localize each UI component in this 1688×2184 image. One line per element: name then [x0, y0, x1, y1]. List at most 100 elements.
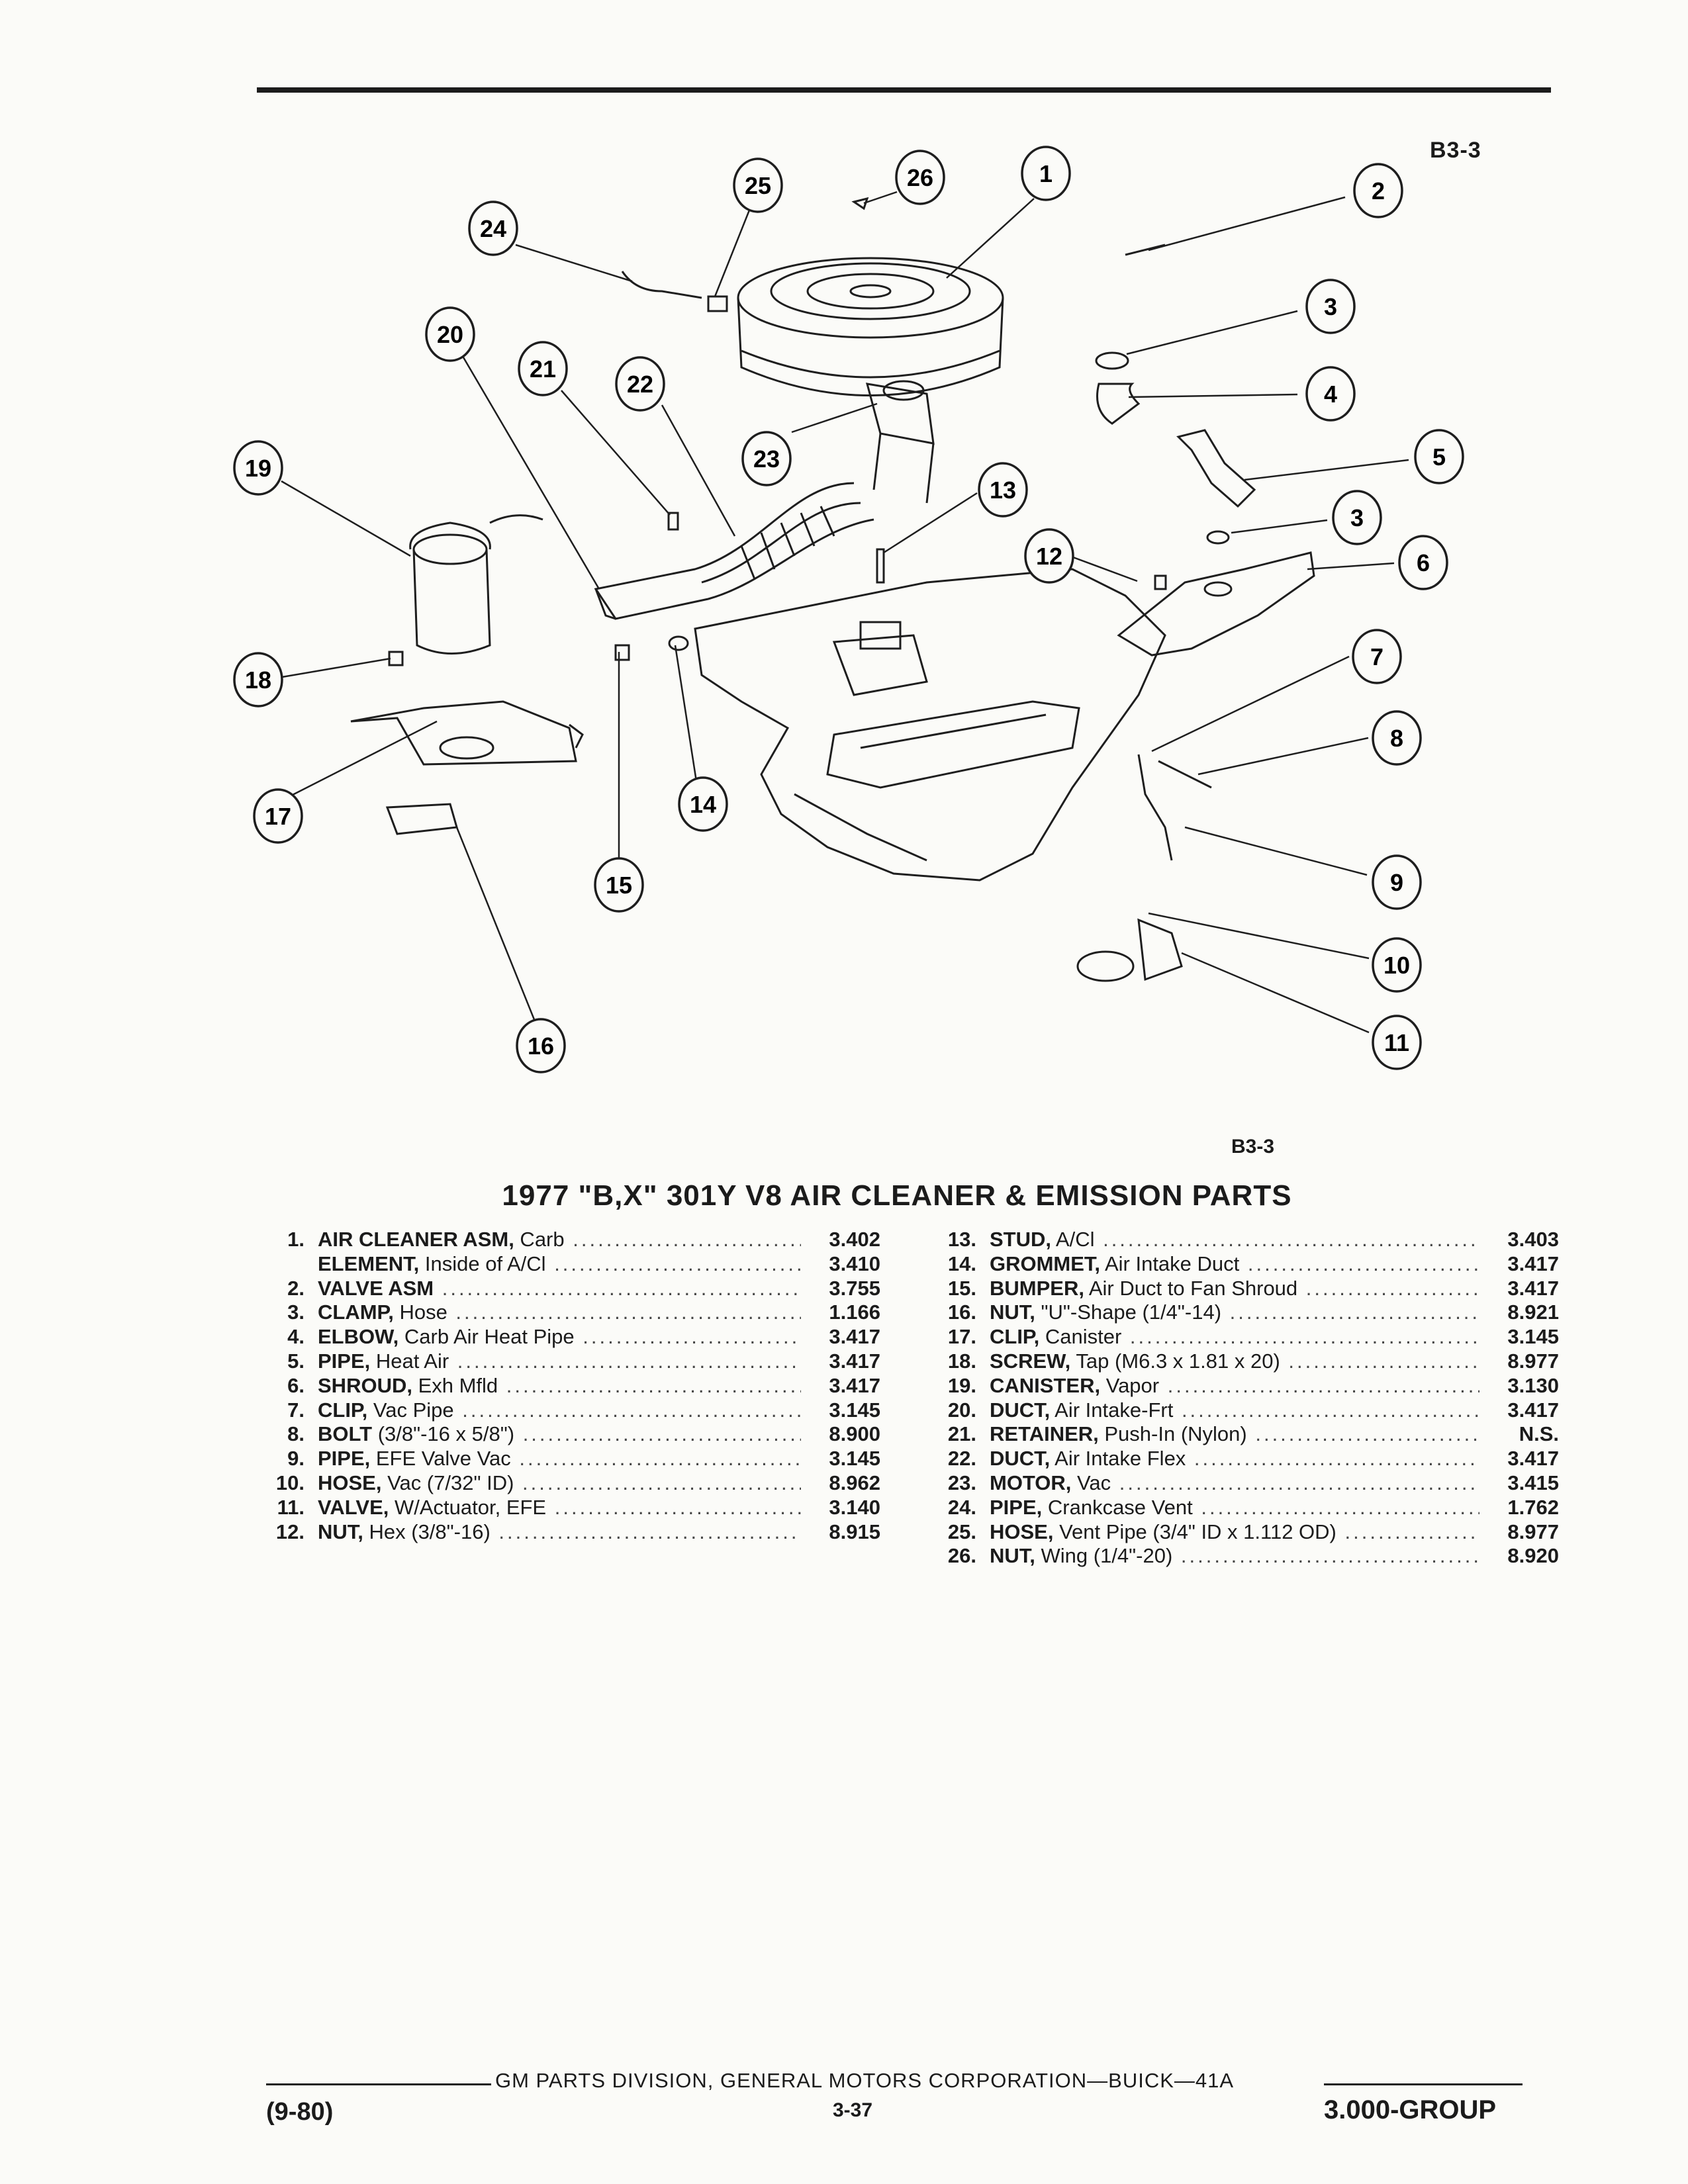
part-number: 23. [947, 1471, 976, 1494]
part-name: SHROUD, [318, 1373, 412, 1397]
part-name: SCREW, [990, 1349, 1071, 1373]
part-name: PIPE, [318, 1349, 371, 1373]
callout-22: 22 [615, 356, 665, 412]
group-number: 8.915 [829, 1520, 880, 1543]
part-row: 15.BUMPER, Air Duct to Fan Shroud ......… [923, 1277, 1559, 1301]
part-number: 16. [947, 1300, 976, 1324]
part-detail: Air Intake Flex [1050, 1447, 1186, 1471]
part-row: 13.STUD, A/Cl ..........................… [923, 1228, 1559, 1252]
group-number: 8.962 [829, 1471, 880, 1494]
part-number: 21. [947, 1422, 976, 1446]
part-row: 8.BOLT (3/8"-16 x 5/8") ................… [252, 1422, 880, 1447]
part-detail: Inside of A/Cl [419, 1251, 546, 1275]
callout-16: 16 [516, 1018, 566, 1073]
callout-6: 6 [1398, 535, 1448, 590]
part-number: 3. [287, 1300, 305, 1324]
part-detail: W/Actuator, EFE [389, 1495, 547, 1519]
engine-drawing [694, 568, 1166, 882]
part-row: 23.MOTOR, Vac ..........................… [923, 1471, 1559, 1496]
part-detail: Hex (3/8"-16) [363, 1520, 491, 1543]
part-description: STUD, A/Cl .............................… [990, 1228, 1479, 1252]
leader-dots: ........................................… [554, 1251, 801, 1275]
group-number: 3.417 [1507, 1447, 1559, 1471]
part-row: 9.PIPE, EFE Valve Vac ..................… [252, 1447, 880, 1471]
part-number: 7. [287, 1398, 305, 1422]
group-number: 3.145 [829, 1398, 880, 1422]
group-number: 1.166 [829, 1300, 880, 1324]
svg-text:13: 13 [990, 477, 1016, 504]
callout-12: 12 [1024, 528, 1074, 584]
part-row: 24.PIPE, Crankcase Vent ................… [923, 1496, 1559, 1520]
part-detail: A/Cl [1051, 1228, 1095, 1251]
part-name: VALVE, [318, 1495, 389, 1519]
snorkel-drawing [865, 380, 935, 504]
svg-text:1: 1 [1039, 160, 1053, 187]
svg-text:19: 19 [245, 455, 271, 482]
exploded-parts-diagram: 1 2 3 4 5 3 6 7 8 9 10 11 12 13 14 15 16… [233, 146, 1464, 1073]
air-cleaner-drawing [737, 257, 1004, 396]
part-detail: EFE Valve Vac [370, 1447, 511, 1471]
group-number: 3.417 [1507, 1251, 1559, 1275]
part-name: CLAMP, [318, 1300, 394, 1324]
callout-19: 19 [233, 440, 283, 496]
group-number: 3.417 [829, 1373, 880, 1397]
part-detail: Vapor [1100, 1373, 1160, 1397]
part-row: 4.ELBOW, Carb Air Heat Pipe ............… [252, 1325, 880, 1349]
callout-3a: 3 [1305, 279, 1356, 334]
part-number: 8. [287, 1422, 305, 1446]
part-row: 3.CLAMP, Hose ..........................… [252, 1300, 880, 1325]
group-number: 3.145 [829, 1447, 880, 1471]
leader-dots: ........................................… [519, 1447, 801, 1471]
callout-3b: 3 [1332, 490, 1382, 545]
svg-text:20: 20 [437, 321, 463, 348]
part-row: 19.CANISTER, Vapor .....................… [923, 1374, 1559, 1398]
part-name: BOLT [318, 1422, 373, 1446]
part-name: DUCT, [990, 1398, 1051, 1422]
part-number: 20. [947, 1398, 976, 1422]
efe-valve-drawing [1076, 754, 1212, 982]
group-number: 3.755 [829, 1276, 880, 1300]
footer-publisher: GM PARTS DIVISION, GENERAL MOTORS CORPOR… [495, 2069, 1235, 2092]
group-number: 3.410 [829, 1251, 880, 1275]
part-row: 17.CLIP, Canister ......................… [923, 1325, 1559, 1349]
part-row: 22.DUCT, Air Intake Flex ...............… [923, 1447, 1559, 1471]
parts-list-left: 1.AIR CLEANER ASM, Carb ................… [252, 1228, 880, 1544]
part-description: CLIP, Vac Pipe .........................… [318, 1398, 801, 1423]
part-detail: Canister [1039, 1325, 1122, 1349]
part-detail: "U"-Shape (1/4"-14) [1035, 1300, 1222, 1324]
svg-text:16: 16 [528, 1032, 554, 1060]
leader-dots: ........................................… [498, 1520, 801, 1543]
footer-date: (9-80) [266, 2098, 334, 2126]
callout-13: 13 [978, 462, 1028, 518]
part-name: HOSE, [318, 1471, 382, 1494]
callout-numbers: 1 2 3 4 5 3 6 7 8 9 10 11 12 13 14 15 16… [233, 146, 1464, 1073]
part-description: NUT, Hex (3/8"-16) .....................… [318, 1520, 801, 1545]
group-number: 3.403 [1507, 1228, 1559, 1251]
part-detail: Crankcase Vent [1042, 1495, 1193, 1519]
part-number: 1. [287, 1228, 305, 1251]
svg-text:3: 3 [1324, 293, 1337, 320]
callout-9: 9 [1372, 854, 1422, 910]
part-name: BUMPER, [990, 1276, 1084, 1300]
part-description: VALVE ASM ..............................… [318, 1277, 801, 1301]
leader-dots: ........................................… [442, 1276, 801, 1300]
footer-group: 3.000-GROUP [1324, 2095, 1497, 2124]
part-row: 16.NUT, "U"-Shape (1/4"-14) ............… [923, 1300, 1559, 1325]
part-description: VALVE, W/Actuator, EFE .................… [318, 1496, 801, 1520]
part-row: ELEMENT, Inside of A/Cl ................… [252, 1252, 880, 1277]
part-detail: Carb [514, 1228, 565, 1251]
part-number: 18. [947, 1349, 976, 1373]
part-description: ELEMENT, Inside of A/Cl ................… [318, 1252, 801, 1277]
canister-bracket-drawing [350, 700, 584, 835]
leader-dots: ........................................… [1181, 1398, 1479, 1422]
svg-text:6: 6 [1417, 549, 1430, 576]
part-row: 6.SHROUD, Exh Mfld .....................… [252, 1374, 880, 1398]
group-number: 3.417 [1507, 1398, 1559, 1422]
part-name: DUCT, [990, 1447, 1051, 1471]
svg-text:2: 2 [1372, 177, 1385, 205]
part-description: GROMMET, Air Intake Duct ...............… [990, 1252, 1479, 1277]
part-name: HOSE, [990, 1520, 1054, 1543]
top-rule [257, 87, 1551, 93]
leader-dots: ........................................… [1288, 1349, 1479, 1373]
figure-code-bottom: B3-3 [1231, 1136, 1275, 1158]
